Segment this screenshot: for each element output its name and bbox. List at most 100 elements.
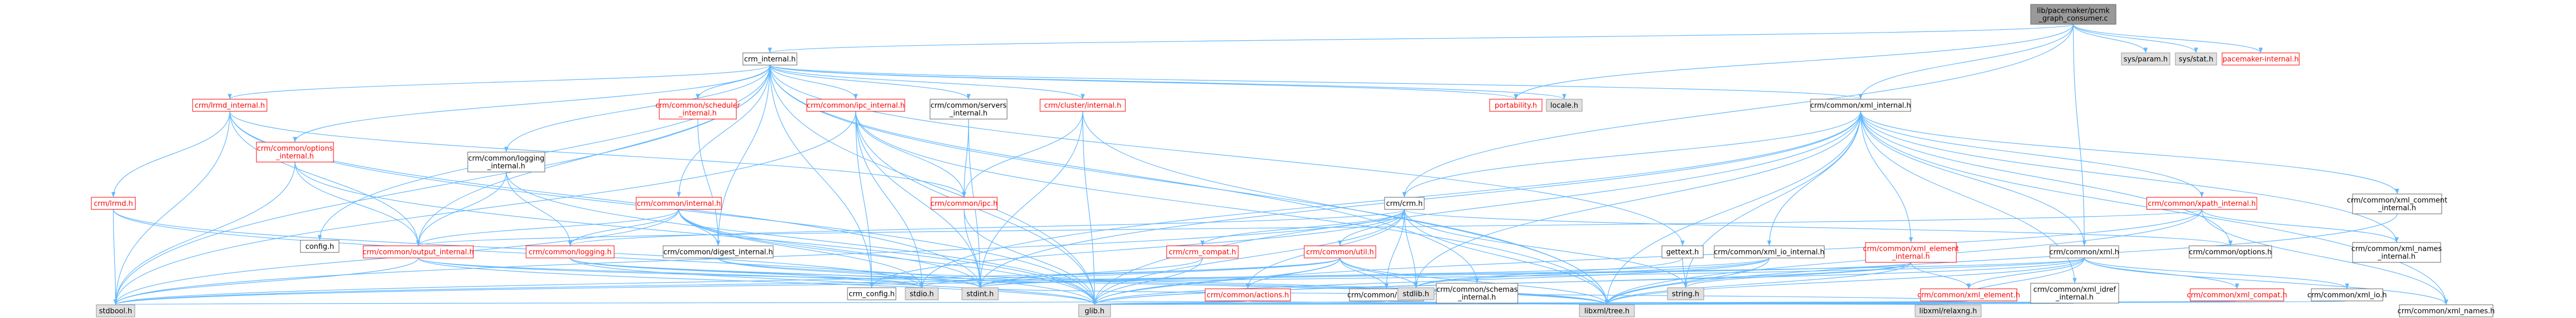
- edge-common-internal-to-logging: [568, 209, 680, 246]
- node-crm-internal[interactable]: crm_internal.h: [742, 52, 797, 66]
- node-label: crm/common/actions.h: [1207, 292, 1289, 300]
- edge-lrmd-internal-to-output-internal: [229, 111, 420, 246]
- edge-util-to-stdlib: [1339, 257, 1418, 288]
- node-label: crm/common/xml_element.h: [1917, 292, 2020, 300]
- node-xml-io-internal[interactable]: crm/common/xml_io_internal.h: [1714, 245, 1825, 258]
- node-box: [2121, 52, 2170, 66]
- node-xpath-internal[interactable]: crm/common/xpath_internal.h: [2146, 197, 2257, 210]
- node-output-internal[interactable]: crm/common/output_internal.h: [363, 245, 474, 258]
- edge-xml-internal-to-xml-names-internal: [1860, 111, 2399, 243]
- node-label: crm/common/scheduler: [655, 102, 741, 110]
- edge-crm-to-logging: [568, 209, 1405, 246]
- node-box: [1915, 304, 1982, 317]
- node-lrmd[interactable]: crm/lrmd.h: [91, 197, 136, 210]
- node-stdlib: stdlib.h: [1397, 287, 1435, 300]
- node-label: crm_internal.h: [744, 56, 796, 64]
- node-box: [2352, 193, 2442, 214]
- node-box: [1546, 99, 1583, 112]
- node-ipc[interactable]: crm/common/ipc.h: [931, 197, 998, 210]
- node-label: crm/lrmd_internal.h: [195, 102, 265, 110]
- edge-xpath-internal-to-glib: [1092, 209, 2202, 305]
- node-label: _internal.h: [1891, 253, 1930, 261]
- edge-ipc-internal-to-stdbool: [113, 111, 856, 305]
- node-common-options[interactable]: crm/common/options.h: [2189, 245, 2272, 258]
- edge-xml-io-internal-to-glib: [1092, 257, 1770, 305]
- node-xml-comment[interactable]: crm/common/xml_comment_internal.h: [2347, 193, 2448, 214]
- edge-xml-internal-to-xml-element-internal: [1860, 111, 1913, 243]
- edge-ipc-internal-to-libxml-tree: [855, 111, 1609, 305]
- node-logging[interactable]: crm/common/logging.h: [526, 245, 615, 258]
- edge-xml-element-internal-to-xml-element: [1910, 262, 1971, 289]
- node-xml-names-internal[interactable]: crm/common/xml_names_internal.h: [2351, 242, 2442, 263]
- node-box: [2352, 242, 2441, 263]
- node-logging-internal[interactable]: crm/common/logging_internal.h: [467, 152, 545, 173]
- node-xml-h[interactable]: crm/common/xml.h: [2049, 245, 2119, 258]
- node-label: crm/common/xml_element: [1863, 245, 1959, 254]
- node-box: [636, 197, 722, 210]
- node-xml-idref[interactable]: crm/common/xml_idref_internal.h: [2030, 283, 2119, 304]
- edge-xml-internal-to-stdlib: [1414, 111, 1861, 288]
- node-crm-config[interactable]: crm_config.h: [847, 287, 896, 300]
- edge-xml-h-to-libxml-tree: [1605, 257, 2085, 305]
- edge-ipc-internal-to-ipc: [855, 111, 966, 198]
- edge-common-internal-to-stdio: [678, 209, 924, 288]
- node-options-internal[interactable]: crm/common/options_internal.h: [256, 142, 334, 163]
- node-label: lib/pacemaker/pcmk: [2037, 7, 2110, 15]
- node-box: [1304, 245, 1376, 258]
- edge-xml-internal-to-glib: [1092, 111, 1861, 305]
- node-crm-compat[interactable]: crm/crm_compat.h: [1166, 245, 1239, 258]
- node-config[interactable]: config.h: [300, 240, 340, 253]
- node-label: gettext.h: [1666, 249, 1699, 257]
- edge-lrmd-internal-to-stdint: [229, 111, 982, 288]
- node-xml-internal[interactable]: crm/common/xml_internal.h: [1810, 99, 1911, 112]
- node-schemas-internal[interactable]: crm/common/schemas_internal.h: [1436, 283, 1518, 304]
- edge-output-internal-to-glib: [418, 257, 1097, 305]
- edge-crm-internal-to-servers-internal: [769, 64, 971, 100]
- edge-cluster-internal-to-stdint: [978, 111, 1084, 288]
- node-label: stdbool.h: [99, 308, 132, 316]
- node-portability[interactable]: portability.h: [1489, 99, 1543, 112]
- node-xml-compat[interactable]: crm/common/xml_compat.h: [2187, 288, 2287, 301]
- node-box: [467, 152, 545, 173]
- node-label: crm/common/util.h: [1306, 249, 1374, 257]
- node-label: crm/common/ipc.h: [931, 200, 998, 208]
- edge-util-to-stdio: [920, 257, 1341, 288]
- node-actions[interactable]: crm/common/actions.h: [1205, 288, 1291, 301]
- node-scheduler-internal[interactable]: crm/common/scheduler_internal.h: [655, 99, 741, 120]
- node-crm[interactable]: crm/crm.h: [1384, 197, 1425, 210]
- node-util[interactable]: crm/common/util.h: [1304, 245, 1376, 258]
- node-root[interactable]: lib/pacemaker/pcmk_graph_consumer.c: [2030, 4, 2116, 25]
- edge-util-to-stdint: [978, 257, 1341, 288]
- node-common-internal[interactable]: crm/common/internal.h: [636, 197, 722, 210]
- node-label: portability.h: [1495, 102, 1537, 110]
- node-gettext[interactable]: gettext.h: [1661, 245, 1704, 258]
- edge-digest-internal-to-stdint: [718, 257, 982, 288]
- edge-crm-internal-to-locale: [769, 64, 1566, 100]
- edge-logging-internal-to-output-internal: [416, 171, 507, 246]
- node-box: [806, 99, 905, 112]
- node-xml-names[interactable]: crm/common/xml_names.h: [2398, 304, 2495, 317]
- node-lrmd-internal[interactable]: crm/lrmd_internal.h: [192, 99, 267, 112]
- node-label: glib.h: [1085, 308, 1104, 316]
- edge-common-internal-to-output-internal: [416, 209, 680, 246]
- node-ipc-internal[interactable]: crm/common/ipc_internal.h: [806, 99, 905, 112]
- edge-lrmd-internal-to-lrmd: [111, 111, 231, 198]
- node-servers-internal[interactable]: crm/common/servers_internal.h: [929, 99, 1008, 120]
- node-cluster-internal[interactable]: crm/cluster/internal.h: [1040, 99, 1126, 112]
- node-box: [1810, 99, 1911, 112]
- edge-xml-h-to-xml-element: [1966, 257, 2085, 289]
- node-label: _internal.h: [2377, 253, 2416, 261]
- node-label: crm/common/xml_io_internal.h: [1714, 249, 1824, 257]
- node-string: string.h: [1667, 287, 1704, 300]
- node-label: _internal.h: [949, 110, 988, 118]
- node-label: string.h: [1672, 290, 1699, 299]
- node-box: [363, 245, 474, 258]
- node-box: [1436, 283, 1518, 304]
- node-xml-io[interactable]: crm/common/xml_io.h: [2307, 288, 2387, 301]
- node-xml-element-internal[interactable]: crm/common/xml_element_internal.h: [1863, 242, 1959, 263]
- node-pacemaker-internal[interactable]: pacemaker-internal.h: [2222, 52, 2300, 66]
- node-digest-internal[interactable]: crm/common/digest_internal.h: [663, 245, 774, 258]
- node-xml-element[interactable]: crm/common/xml_element.h: [1917, 288, 2020, 301]
- edge-xml-h-to-stdint: [978, 257, 2085, 288]
- edge-root-to-pacemaker-internal: [2072, 24, 2263, 53]
